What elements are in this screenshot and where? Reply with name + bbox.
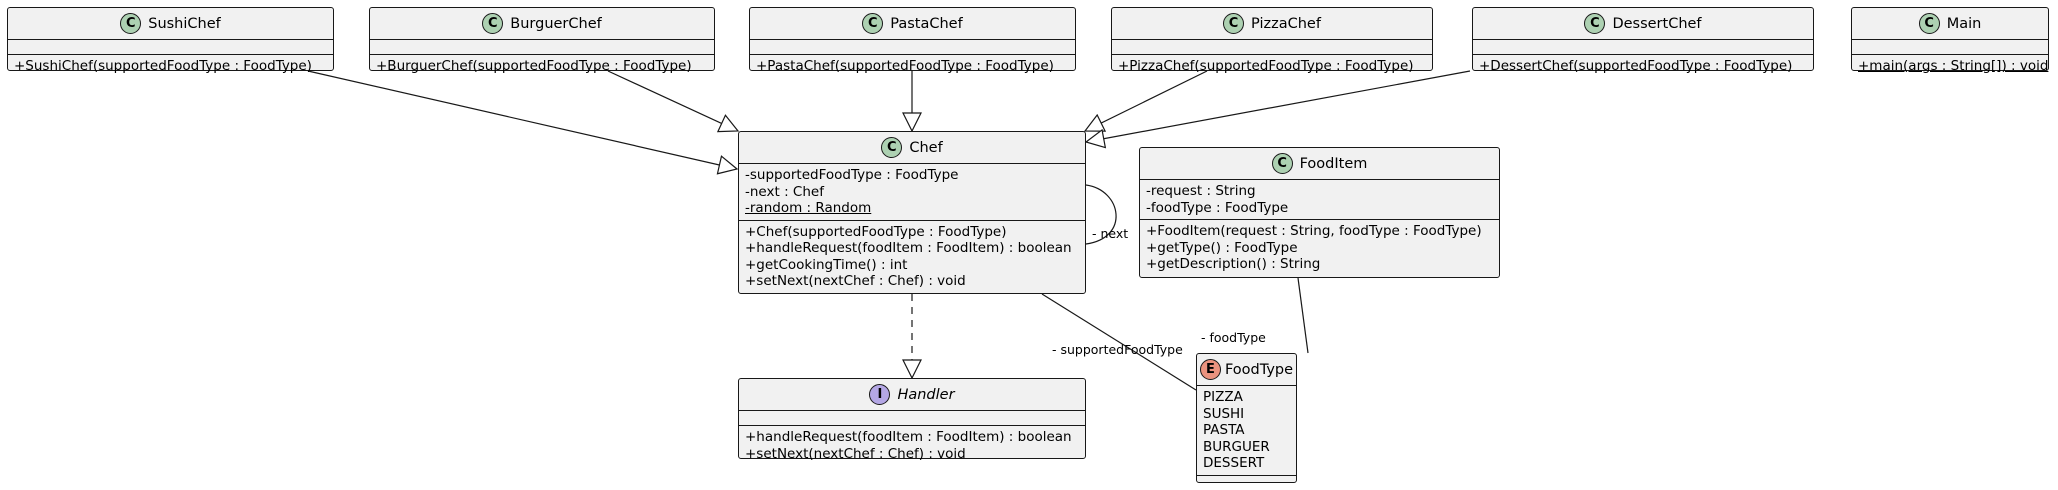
field: -supportedFoodType : FoodType: [745, 167, 959, 183]
class-sushichef[interactable]: C SushiChef +SushiChef(supportedFoodType…: [7, 7, 334, 74]
class-name: BurguerChef: [510, 15, 602, 32]
enum-value: BURGUER: [1203, 438, 1270, 455]
class-name: Chef: [909, 139, 943, 156]
inherit-burguer-chef: [607, 70, 738, 131]
field-static: -random : Random: [745, 200, 872, 216]
method: +getType() : FoodType: [1146, 239, 1298, 256]
methods-section: +PastaChef(supportedFoodType : FoodType): [750, 54, 1075, 78]
enum-value: PASTA: [1203, 422, 1245, 438]
methods-section: +handleRequest(foodItem : FoodItem) : bo…: [739, 425, 1085, 465]
fields-section: [1112, 39, 1432, 54]
self-association-next: [1085, 184, 1117, 245]
edge-label-next: - next: [1092, 226, 1129, 241]
class-header: I Handler: [739, 379, 1085, 410]
class-name: SushiChef: [148, 15, 221, 32]
class-icon: C: [1271, 153, 1293, 174]
enum-icon: E: [1199, 359, 1221, 380]
fields-section: [370, 39, 714, 54]
method: +Chef(supportedFoodType : FoodType): [745, 223, 1007, 240]
enum-value: PIZZA: [1203, 389, 1243, 405]
interface-icon: I: [869, 384, 891, 405]
inherit-sushi-chef: [307, 70, 737, 169]
inherit-dessert-chef: [1086, 70, 1471, 142]
class-icon: C: [482, 13, 504, 34]
class-name: Main: [1946, 15, 1982, 32]
class-header: C PastaChef: [750, 8, 1075, 39]
methods-section: +FoodItem(request : String, foodType : F…: [1140, 219, 1499, 276]
class-header: C PizzaChef: [1112, 8, 1432, 39]
method: +SushiChef(supportedFoodType : FoodType): [14, 58, 312, 74]
enum-values-section: PIZZA SUSHI PASTA BURGUER DESSERT: [1197, 385, 1296, 475]
class-name: DessertChef: [1612, 15, 1702, 32]
class-icon: C: [1584, 13, 1606, 34]
method: +PizzaChef(supportedFoodType : FoodType): [1118, 58, 1414, 74]
class-header: C Chef: [739, 132, 1085, 163]
methods-section: +SushiChef(supportedFoodType : FoodType): [8, 54, 333, 78]
assoc-fooditem-foodtype: [1297, 277, 1309, 354]
assoc-chef-foodtype: [1041, 293, 1197, 391]
fields-section: [8, 39, 333, 54]
class-pastachef[interactable]: C PastaChef +PastaChef(supportedFoodType…: [749, 7, 1076, 74]
class-chef[interactable]: C Chef -supportedFoodType : FoodType -ne…: [738, 131, 1086, 294]
enum-value: DESSERT: [1203, 455, 1265, 471]
class-header: C DessertChef: [1473, 8, 1813, 39]
class-header: E FoodType: [1197, 354, 1296, 385]
fields-section: [750, 39, 1075, 54]
class-icon: C: [881, 137, 903, 158]
fields-section: -supportedFoodType : FoodType -next : Ch…: [739, 163, 1085, 220]
method: +FoodItem(request : String, foodType : F…: [1146, 223, 1482, 239]
class-name: FoodItem: [1299, 155, 1368, 172]
class-icon: C: [120, 13, 142, 34]
inherit-pizza-chef: [1085, 70, 1208, 131]
method-static: +main(args : String[]) : void: [1858, 58, 2049, 74]
method: +BurguerChef(supportedFoodType : FoodTyp…: [376, 58, 692, 74]
class-main[interactable]: C Main +main(args : String[]) : void: [1851, 7, 2049, 74]
edge-label-foodtype: - foodType: [1201, 330, 1266, 345]
class-name: Handler: [897, 386, 955, 403]
methods-section: [1197, 474, 1296, 490]
method: +handleRequest(foodItem : FoodItem) : bo…: [745, 240, 1072, 256]
class-pizzachef[interactable]: C PizzaChef +PizzaChef(supportedFoodType…: [1111, 7, 1433, 74]
field: -request : String: [1146, 183, 1256, 199]
class-icon: C: [1918, 13, 1940, 34]
field: -next : Chef: [745, 183, 824, 200]
class-dessertchef[interactable]: C DessertChef +DessertChef(supportedFood…: [1472, 7, 1814, 74]
class-header: C FoodItem: [1140, 148, 1499, 179]
class-name: PizzaChef: [1251, 15, 1321, 32]
fields-section: [739, 410, 1085, 425]
field: -foodType : FoodType: [1146, 199, 1289, 216]
method: +setNext(nextChef : Chef) : void: [745, 273, 966, 289]
method: +handleRequest(foodItem : FoodItem) : bo…: [745, 429, 1072, 445]
class-icon: C: [1223, 13, 1245, 34]
class-icon: C: [862, 13, 884, 34]
methods-section: +Chef(supportedFoodType : FoodType) +han…: [739, 219, 1085, 293]
method: +setNext(nextChef : Chef) : void: [745, 445, 966, 462]
class-fooditem[interactable]: C FoodItem -request : String -foodType :…: [1139, 147, 1500, 278]
enum-foodtype[interactable]: E FoodType PIZZA SUSHI PASTA BURGUER DES…: [1196, 353, 1297, 483]
method: +getDescription() : String: [1146, 256, 1321, 272]
enum-value: SUSHI: [1203, 405, 1245, 422]
fields-section: [1852, 39, 2048, 54]
class-header: C BurguerChef: [370, 8, 714, 39]
method: +DessertChef(supportedFoodType : FoodTyp…: [1479, 58, 1793, 74]
fields-section: -request : String -foodType : FoodType: [1140, 179, 1499, 219]
interface-handler[interactable]: I Handler +handleRequest(foodItem : Food…: [738, 378, 1086, 462]
methods-section: +BurguerChef(supportedFoodType : FoodTyp…: [370, 54, 714, 78]
class-name: FoodType: [1224, 361, 1294, 378]
class-header: C SushiChef: [8, 8, 333, 39]
class-burguerchef[interactable]: C BurguerChef +BurguerChef(supportedFood…: [369, 7, 715, 74]
methods-section: +PizzaChef(supportedFoodType : FoodType): [1112, 54, 1432, 78]
edge-label-supported-foodtype: - supportedFoodType: [1052, 342, 1183, 357]
fields-section: [1473, 39, 1813, 54]
class-name: PastaChef: [890, 15, 963, 32]
method: +PastaChef(supportedFoodType : FoodType): [756, 58, 1054, 74]
method: +getCookingTime() : int: [745, 256, 908, 273]
class-header: C Main: [1852, 8, 2048, 39]
methods-section: +DessertChef(supportedFoodType : FoodTyp…: [1473, 54, 1813, 78]
methods-section: +main(args : String[]) : void: [1852, 54, 2048, 78]
